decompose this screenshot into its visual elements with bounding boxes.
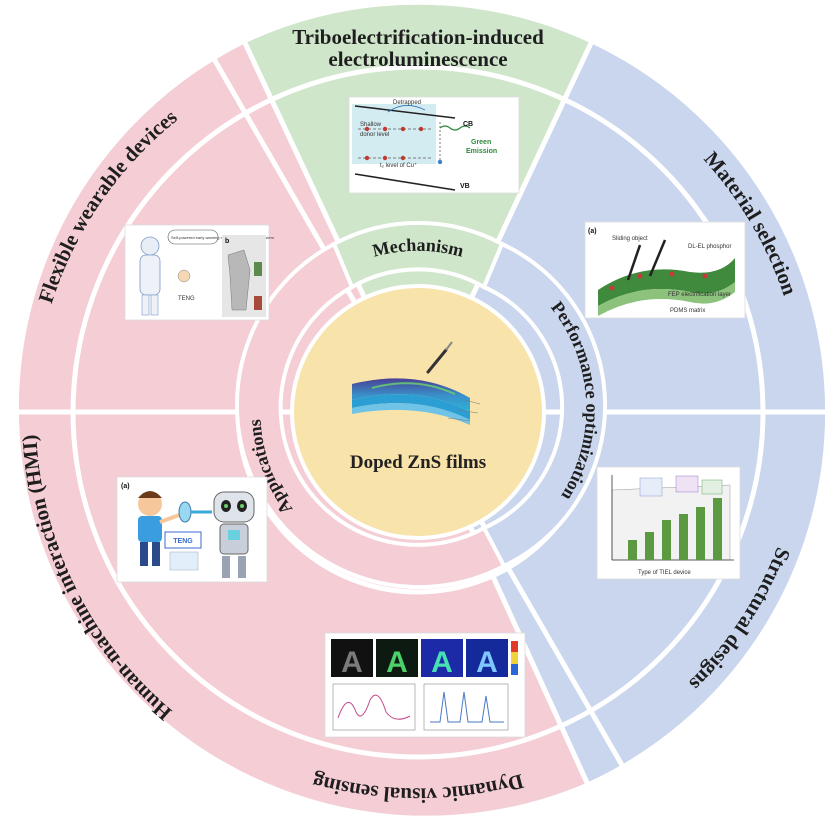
- svg-text:Detrapped: Detrapped: [393, 100, 421, 106]
- svg-text:donor level: donor level: [360, 132, 389, 138]
- svg-text:t₂ level of Cu⁺: t₂ level of Cu⁺: [380, 162, 417, 169]
- svg-text:(a): (a): [588, 228, 597, 235]
- outer-label-tiel-line2: electroluminescence: [328, 47, 507, 71]
- svg-text:(a): (a): [121, 483, 130, 490]
- svg-text:Sliding object: Sliding object: [612, 236, 648, 242]
- band-diagram-figure: Detrapped Shallow donor level t₂ level o…: [348, 96, 520, 194]
- svg-text:b: b: [225, 238, 229, 245]
- svg-text:DL-EL phosphor: DL-EL phosphor: [688, 244, 731, 250]
- label-band-ring: [70, 64, 766, 760]
- svg-text:TENG: TENG: [178, 296, 195, 302]
- inner-ring: [234, 220, 608, 590]
- svg-text:Emission: Emission: [466, 148, 497, 155]
- structural-designs-figure: Type of TIEL device: [596, 466, 741, 580]
- svg-text:VB: VB: [460, 183, 470, 190]
- visual-sensing-figure: A A A A: [324, 632, 526, 738]
- zns-film-illustration: [352, 341, 481, 425]
- svg-text:CB: CB: [463, 121, 473, 128]
- svg-text:PDMS matrix: PDMS matrix: [670, 308, 705, 314]
- material-selection-figure: (a) Sliding object DL-EL phosphor FEP el…: [584, 221, 746, 319]
- svg-text:FEP electrification layer: FEP electrification layer: [668, 292, 731, 298]
- svg-text:Shallow: Shallow: [360, 122, 382, 128]
- svg-text:A: A: [476, 646, 498, 679]
- svg-text:A: A: [431, 646, 453, 679]
- wearable-devices-figure: Self-powered early warning medical prote…: [124, 224, 275, 321]
- center-disc: [290, 284, 546, 540]
- inner-sector-pink: [234, 241, 507, 590]
- center-title: Doped ZnS films: [350, 452, 486, 473]
- hmi-figure: (a) TENG: [116, 476, 268, 583]
- outer-label-tiel-line1: Triboelectrification-induced: [292, 25, 544, 49]
- inner-sector-blue: [481, 241, 608, 569]
- svg-text:TENG: TENG: [173, 538, 193, 545]
- svg-text:Green: Green: [471, 139, 491, 146]
- svg-text:A: A: [341, 646, 363, 679]
- svg-text:A: A: [386, 646, 408, 679]
- svg-text:Type of TIEL device: Type of TIEL device: [638, 570, 691, 576]
